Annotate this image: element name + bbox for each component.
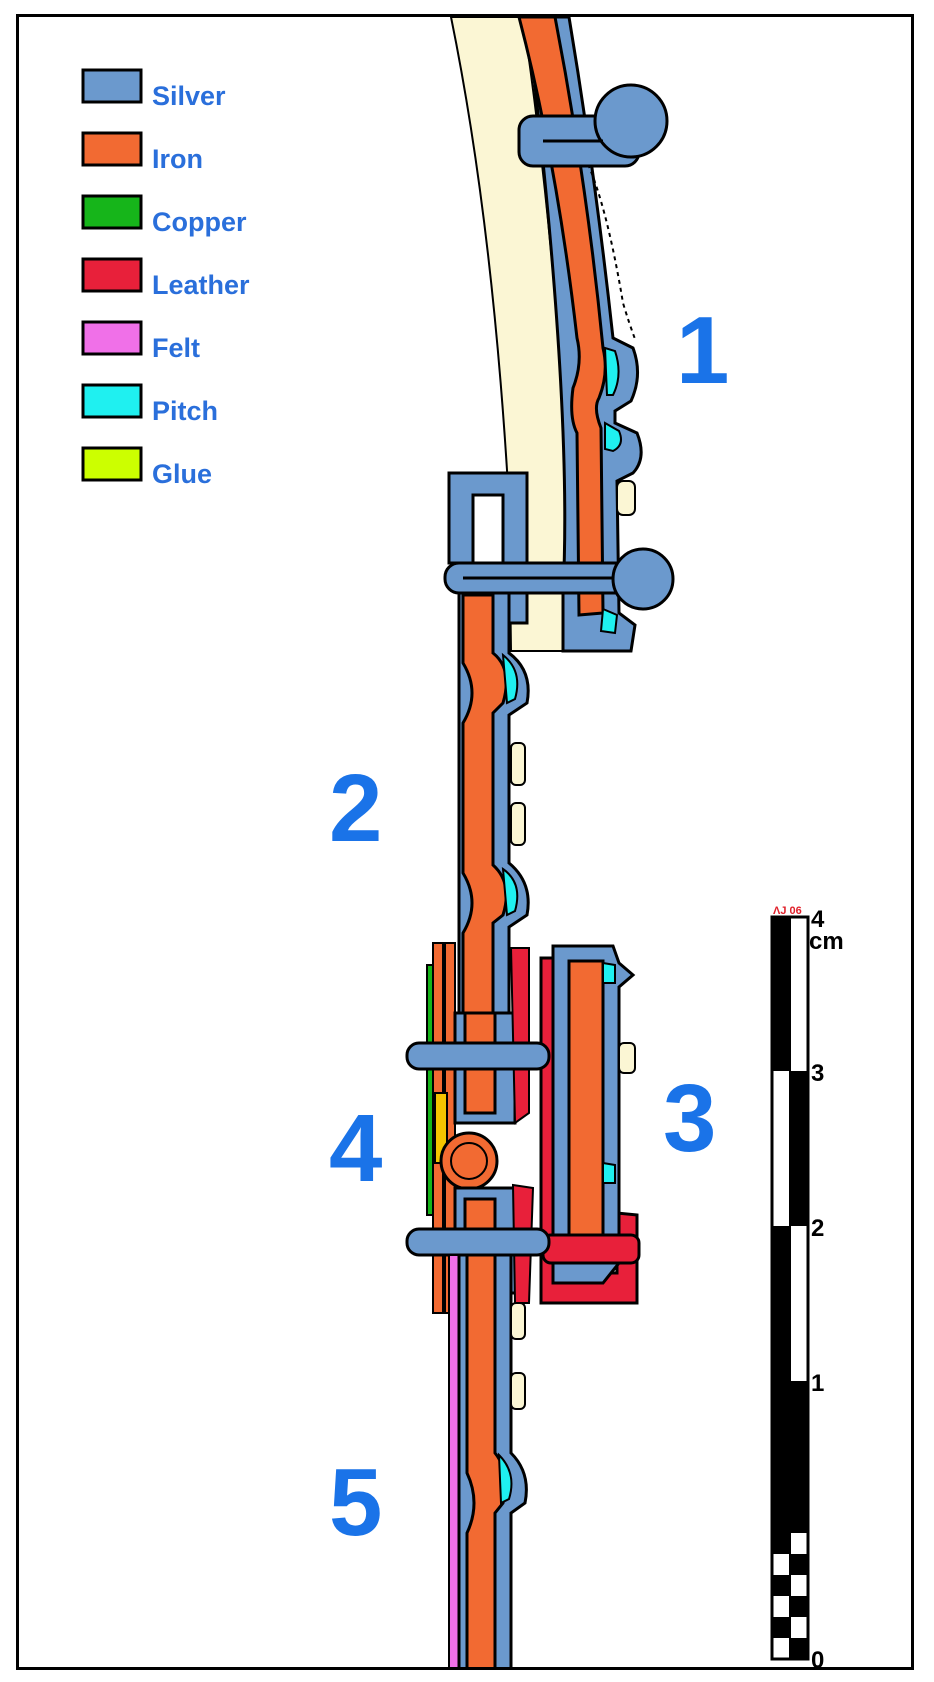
- scale-mark: ΛJ 06: [773, 905, 802, 917]
- legend-label-copper: Copper: [152, 207, 247, 237]
- section-5-strip: [448, 1253, 528, 1667]
- pitch-layer-5: [497, 1452, 513, 1505]
- legend-item-iron: Iron: [81, 131, 203, 174]
- section-label-4: 4: [329, 1095, 382, 1202]
- legend-swatch-felt: [81, 320, 143, 356]
- pitch-layer-1: [599, 346, 622, 635]
- section-1-rim: [449, 17, 669, 653]
- section-label-1: 1: [676, 297, 729, 404]
- legend-item-leather: Leather: [81, 257, 250, 300]
- leather-loop-3: [541, 1233, 641, 1265]
- section-4-fitting: [405, 942, 551, 1314]
- legend-label-silver: Silver: [152, 81, 226, 111]
- legend-swatch-glue: [81, 446, 143, 482]
- rivet-shaft-4b: [405, 1227, 551, 1257]
- scale-tick-2: 2: [811, 1215, 824, 1242]
- cross-section-drawing: Silver Iron Copper Leather Felt Pitch Gl…: [81, 17, 844, 1670]
- legend-swatch-pitch: [81, 383, 143, 419]
- section-label-2: 2: [329, 755, 382, 862]
- legend-label-leather: Leather: [152, 270, 250, 300]
- legend: Silver Iron Copper Leather Felt Pitch Gl…: [81, 68, 250, 489]
- legend-swatch-silver: [81, 68, 143, 104]
- felt-layer-5: [448, 1254, 460, 1667]
- pitch-layer-2: [501, 652, 519, 917]
- section-label-3: 3: [663, 1065, 716, 1172]
- scale-tick-1: 1: [811, 1370, 824, 1397]
- legend-label-pitch: Pitch: [152, 396, 218, 426]
- rivet-head-2: [611, 547, 675, 611]
- scale-bar: ΛJ 06 0 1 2 3 4 cm: [770, 905, 844, 1670]
- rivet-1: [517, 83, 669, 168]
- legend-item-felt: Felt: [81, 320, 200, 363]
- section-label-5: 5: [329, 1449, 382, 1556]
- legend-item-pitch: Pitch: [81, 383, 218, 426]
- iron-core-3: [567, 959, 605, 1253]
- legend-item-copper: Copper: [81, 194, 247, 237]
- section-3-buckle: [539, 944, 641, 1305]
- legend-label-felt: Felt: [152, 333, 200, 363]
- section-2-strip: [457, 591, 530, 1017]
- legend-swatch-leather: [81, 257, 143, 293]
- legend-label-glue: Glue: [152, 459, 212, 489]
- legend-label-iron: Iron: [152, 144, 203, 174]
- diagram-frame: Silver Iron Copper Leather Felt Pitch Gl…: [16, 14, 914, 1670]
- rivet-shaft-4a: [405, 1041, 551, 1071]
- scale-tick-0: 0: [811, 1647, 824, 1670]
- legend-item-glue: Glue: [81, 446, 212, 489]
- connector-rivet: [443, 471, 675, 625]
- legend-item-silver: Silver: [81, 68, 226, 111]
- pitch-layer-3: [602, 961, 616, 1184]
- legend-swatch-iron: [81, 131, 143, 167]
- wood-tab: [616, 480, 636, 516]
- scale-tick-4: 4: [811, 906, 825, 933]
- scale-tick-3: 3: [811, 1060, 824, 1087]
- scale-unit: cm: [809, 928, 844, 955]
- iron-ring: [439, 1131, 499, 1191]
- legend-swatch-copper: [81, 194, 143, 230]
